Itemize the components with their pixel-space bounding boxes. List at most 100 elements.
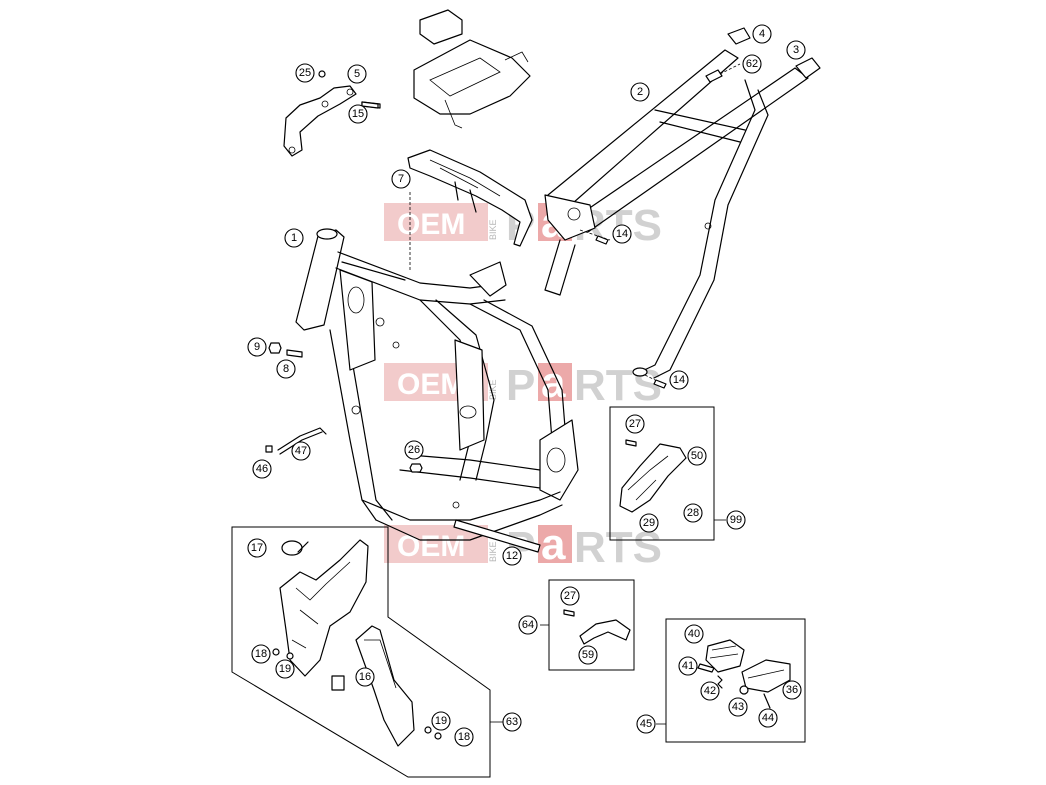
washer-part-19-left [286,652,294,660]
svg-text:19: 19 [435,715,447,727]
callout-46: 46 [252,459,272,479]
svg-text:36: 36 [786,684,798,696]
nut-part-26 [409,463,423,473]
callout-41: 41 [678,656,698,676]
callout-99: 99 [726,510,746,530]
svg-text:40: 40 [688,628,700,640]
callout-59: 59 [578,645,598,665]
callout-43: 43 [728,697,748,717]
chain-guide-part-50 [619,443,687,513]
footpeg-part-40 [705,639,745,673]
callout-9: 9 [247,337,267,357]
bolt-part-15 [361,101,379,109]
callout-1: 1 [284,228,304,248]
watermark-middle: OEM BIKE P a RTS [384,358,662,410]
callout-19-left: 19 [275,659,295,679]
plug-part-4 [727,27,751,45]
svg-text:43: 43 [732,701,744,713]
svg-text:45: 45 [640,718,652,730]
callout-18-right: 18 [454,727,474,747]
svg-text:62: 62 [746,58,758,70]
bolt-part-62 [705,63,741,83]
washer-part-19-right [424,726,432,734]
bolt-part-14-lower [653,379,667,389]
subframe [544,49,809,386]
callout-19-right: 19 [431,711,451,731]
electronics-bracket [413,9,531,129]
callout-50: 50 [687,446,707,466]
svg-text:27: 27 [629,418,641,430]
callout-36: 36 [782,680,802,700]
svg-text:46: 46 [256,463,268,475]
svg-text:OEM: OEM [397,368,465,401]
callout-44: 44 [758,708,778,728]
callout-62: 62 [742,54,762,74]
plug-part-3 [795,57,821,79]
svg-text:a: a [541,358,566,407]
svg-text:14: 14 [673,374,685,386]
chain-slider-part-59 [579,619,631,645]
callout-45: 45 [636,714,656,734]
kit-box-45 [656,618,806,743]
frame-protector-left [279,539,369,677]
callout-63: 63 [502,712,522,732]
callout-47: 47 [291,441,311,461]
svg-text:BIKE: BIKE [488,541,498,562]
svg-text:63: 63 [506,716,518,728]
kit-box-99 [609,406,726,541]
spring-part-42 [717,675,723,689]
callout-28: 28 [683,503,703,523]
bolt-part-27-lower [563,609,575,617]
frame-guard-part-7 [407,149,533,247]
callout-40: 40 [684,624,704,644]
svg-text:50: 50 [691,450,703,462]
callout-64: 64 [518,615,538,635]
callout-3: 3 [786,40,806,60]
svg-text:BIKE: BIKE [488,219,498,240]
washer-part-43 [739,685,749,695]
callout-18-left: 18 [251,644,271,664]
svg-text:1: 1 [291,232,297,244]
svg-text:4: 4 [759,28,765,40]
callout-25: 25 [295,63,315,83]
svg-text:27: 27 [564,590,576,602]
hose-part-47 [277,427,327,455]
svg-text:17: 17 [251,542,263,554]
callout-29: 29 [639,513,659,533]
nut-part-9 [268,342,282,354]
callout-26: 26 [404,440,424,460]
svg-text:44: 44 [762,712,774,724]
frame-protector-right [355,625,415,747]
callout-27-upper: 27 [625,414,645,434]
svg-text:18: 18 [255,648,267,660]
footpeg-part-36 [741,659,791,693]
callout-17: 17 [247,538,267,558]
callout-7: 7 [391,169,411,189]
screw-part-18-right [434,732,442,740]
svg-text:47: 47 [295,445,307,457]
svg-text:28: 28 [687,507,699,519]
bolt-part-14-upper [595,235,609,245]
svg-text:OEM: OEM [397,530,465,563]
svg-text:5: 5 [354,68,360,80]
svg-text:59: 59 [582,649,594,661]
cotter-pin-part-44 [763,693,771,709]
cable-tie-part-17 [281,540,309,556]
svg-text:99: 99 [730,514,742,526]
svg-text:12: 12 [506,550,518,562]
callout-14-lower: 14 [669,370,689,390]
kit-box-63 [231,526,503,778]
callout-2: 2 [630,82,650,102]
callout-5: 5 [347,64,367,84]
svg-text:25: 25 [299,67,311,79]
svg-text:16: 16 [359,671,371,683]
svg-text:19: 19 [279,663,291,675]
spacer-part-16 [331,675,345,691]
svg-text:3: 3 [793,44,799,56]
bolt-part-8 [286,349,303,358]
svg-text:a: a [541,520,566,569]
callout-14-upper: 14 [612,224,632,244]
callout-8: 8 [276,359,296,379]
svg-text:7: 7 [398,173,404,185]
